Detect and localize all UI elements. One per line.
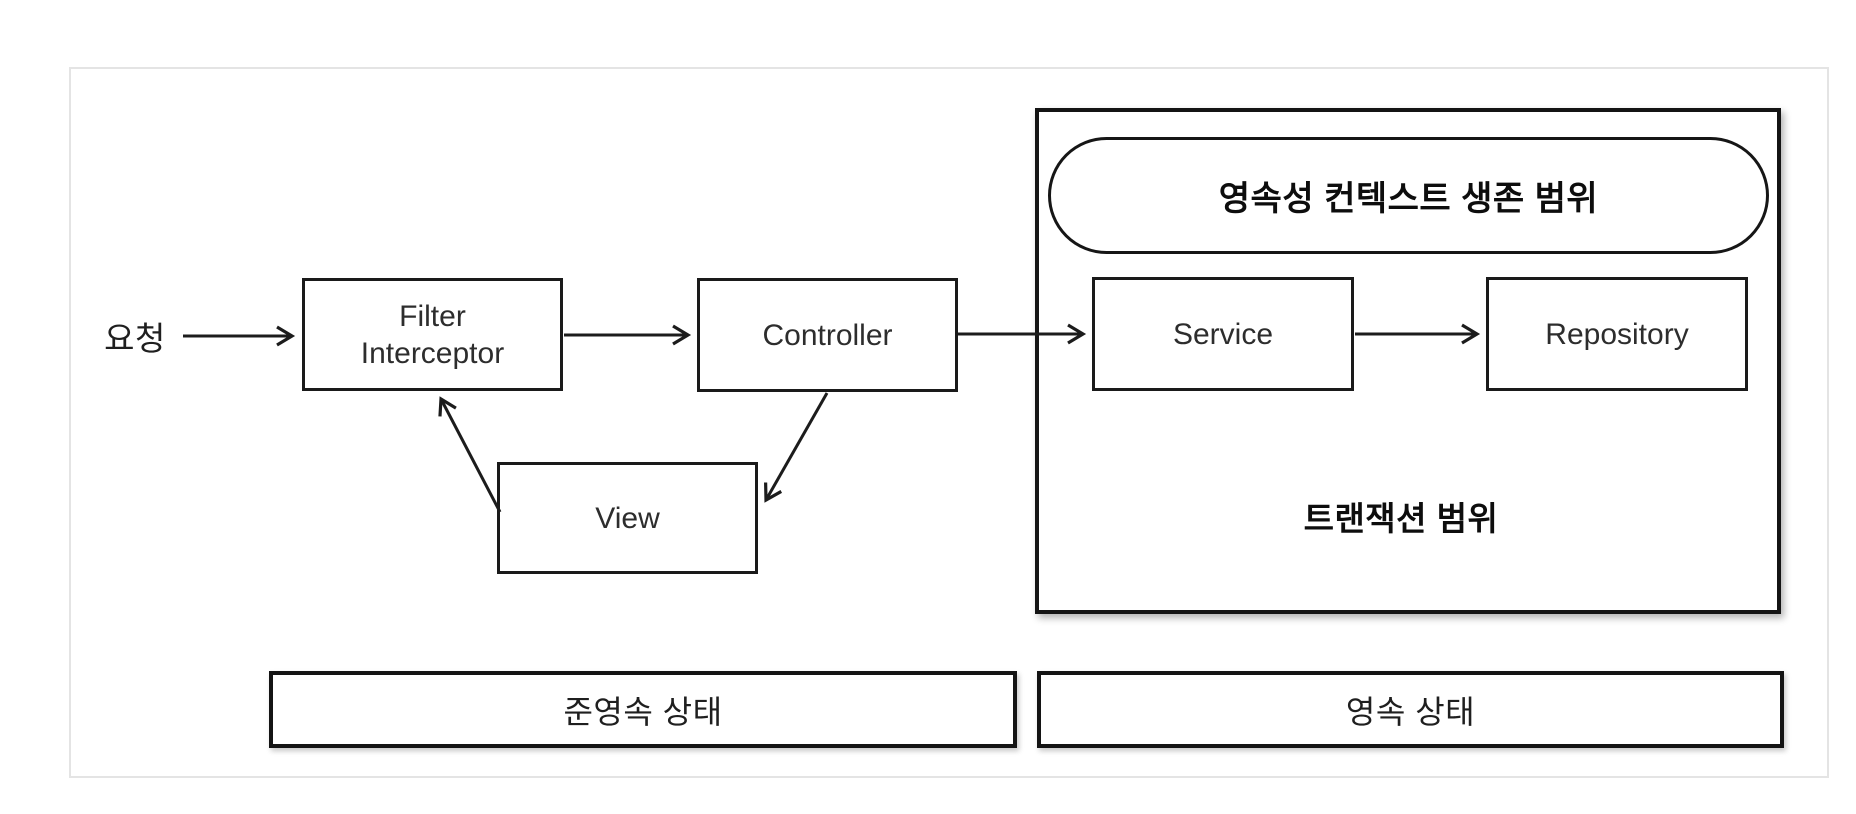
persistent-state-bar: 영속 상태 [1037,671,1784,748]
detached-state-bar: 준영속 상태 [269,671,1017,748]
persistent-state-label: 영속 상태 [1345,693,1476,730]
controller-label: Controller [762,318,893,352]
node-repository: Repository [1486,277,1748,391]
node-filter-interceptor: Filter Interceptor [302,278,563,391]
repository-label: Repository [1545,317,1689,351]
request-label: 요청 [104,320,166,357]
detached-state-label: 준영속 상태 [563,693,723,730]
persistence-context-ellipse: 영속성 컨텍스트 생존 범위 [1048,137,1769,254]
node-controller: Controller [697,278,958,392]
service-label: Service [1172,317,1274,351]
node-view: View [497,462,758,574]
filter-label-line1: Filter [399,299,466,333]
view-label: View [595,501,660,535]
node-service: Service [1092,277,1354,391]
filter-label-line2: Interceptor [360,336,505,370]
transaction-scope-label: 트랜잭션 범위 [1303,500,1499,537]
persistence-context-label: 영속성 컨텍스트 생존 범위 [1218,180,1599,218]
